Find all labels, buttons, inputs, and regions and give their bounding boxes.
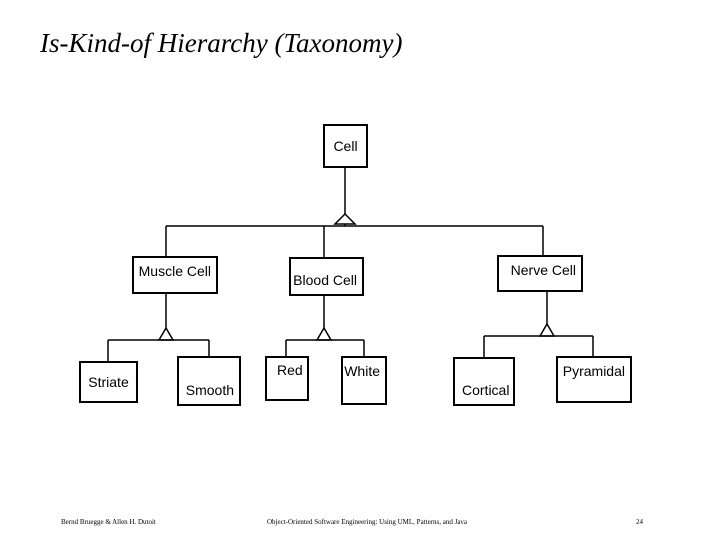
blood-generalization-triangle xyxy=(315,326,333,341)
class-box-blood-cell: Blood Cell xyxy=(289,257,364,296)
class-box-nerve-cell: Nerve Cell xyxy=(497,255,583,292)
cell-generalization-triangle xyxy=(333,212,357,225)
class-box-striate: Striate xyxy=(79,361,138,403)
class-label-smooth: Smooth xyxy=(185,382,234,398)
footer-page-number: 24 xyxy=(636,518,643,526)
class-label-blood-cell: Blood Cell xyxy=(293,272,357,288)
class-label-cortical: Cortical xyxy=(462,382,510,398)
muscle-generalization-triangle xyxy=(157,326,175,341)
class-label-white: White xyxy=(344,363,380,379)
class-label-pyramidal: Pyramidal xyxy=(562,363,625,379)
class-box-pyramidal: Pyramidal xyxy=(556,356,632,403)
class-box-white: White xyxy=(341,356,387,405)
class-box-cortical: Cortical xyxy=(453,357,515,406)
class-box-cell: Cell xyxy=(323,124,368,168)
class-label-muscle-cell: Muscle Cell xyxy=(138,263,211,279)
class-label-cell: Cell xyxy=(333,138,358,154)
class-label-striate: Striate xyxy=(88,374,129,390)
class-box-muscle-cell: Muscle Cell xyxy=(132,256,218,294)
nerve-generalization-triangle xyxy=(538,322,556,337)
class-label-red: Red xyxy=(277,362,303,378)
class-box-red: Red xyxy=(265,356,309,401)
class-box-smooth: Smooth xyxy=(177,356,241,406)
slide-title: Is-Kind-of Hierarchy (Taxonomy) xyxy=(40,28,403,58)
footer-authors: Bernd Bruegge & Allen H. Dutoit xyxy=(61,518,156,526)
class-label-nerve-cell: Nerve Cell xyxy=(510,262,576,278)
footer-book-title: Object-Oriented Software Engineering: Us… xyxy=(267,518,468,526)
